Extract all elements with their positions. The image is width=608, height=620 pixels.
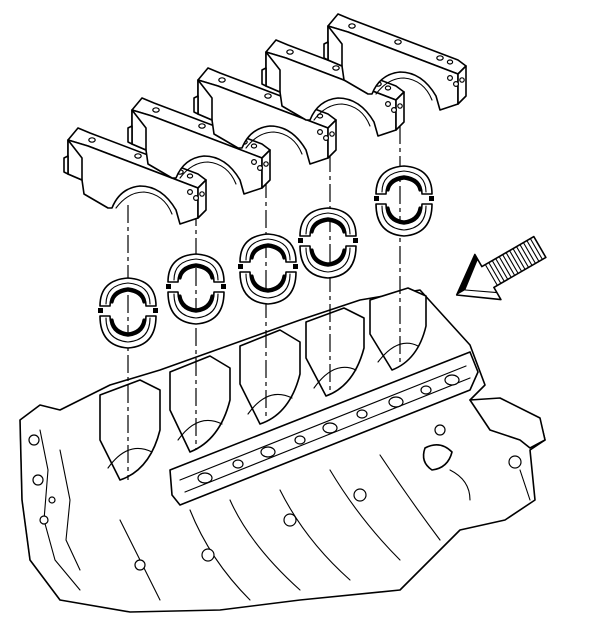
rear-bracket <box>422 397 546 501</box>
lower-block-ribs <box>119 454 441 601</box>
lower-bearing-5 <box>374 165 434 237</box>
engine-block <box>19 287 546 613</box>
lower-bearing-3 <box>238 233 298 305</box>
bearing-cap-5 <box>323 13 467 111</box>
lower-bearing-1 <box>98 277 158 349</box>
main-bearing-saddles <box>99 287 427 481</box>
arrow-icon <box>455 235 547 301</box>
rail-bolt-bosses <box>197 374 460 484</box>
lower-bearing-inserts <box>98 165 434 349</box>
front-direction-arrow <box>455 235 547 301</box>
lower-bearing-2 <box>166 253 226 325</box>
lower-bearing-4 <box>298 207 358 279</box>
main-bearing-caps <box>63 13 467 225</box>
